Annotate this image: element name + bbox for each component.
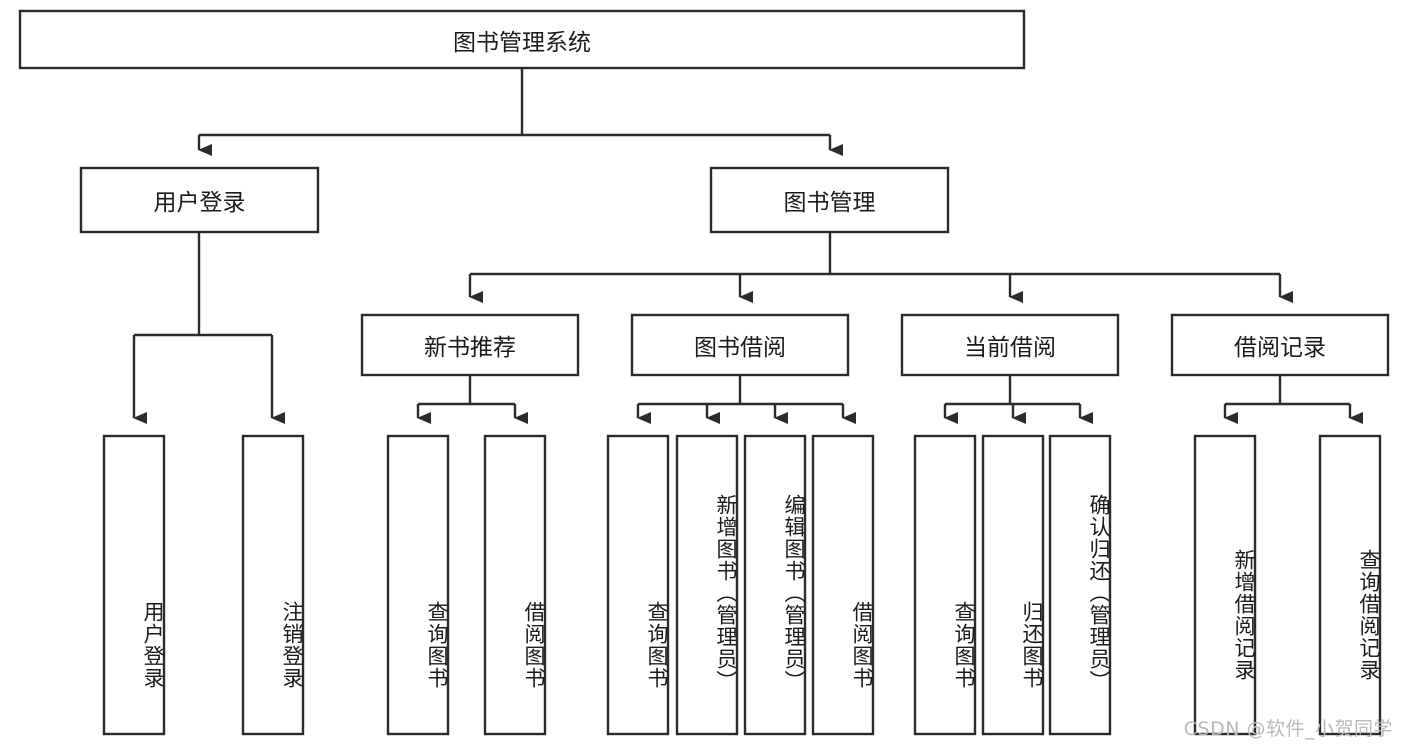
- node-leaf-borrow-book-1[interactable]: [483, 434, 547, 736]
- node-leaf-query-book-3[interactable]: [913, 434, 977, 736]
- node-leaf-add-record[interactable]: [1193, 434, 1257, 736]
- node-user-login[interactable]: [79, 166, 320, 234]
- node-leaf-add-book[interactable]: [675, 434, 739, 736]
- node-leaf-query-book-1[interactable]: [386, 434, 450, 736]
- node-new-book-recommend[interactable]: [360, 313, 580, 377]
- node-book-management[interactable]: [709, 166, 950, 234]
- node-book-borrow[interactable]: [630, 313, 850, 377]
- watermark-text: CSDN @软件_小贺同学: [1183, 718, 1393, 740]
- node-leaf-user-login[interactable]: [102, 434, 166, 736]
- node-leaf-query-book-2[interactable]: [606, 434, 670, 736]
- node-borrow-record[interactable]: [1170, 313, 1390, 377]
- node-root[interactable]: [18, 9, 1026, 70]
- node-current-borrow[interactable]: [900, 313, 1120, 377]
- node-leaf-query-record[interactable]: [1318, 434, 1382, 736]
- node-leaf-confirm-return[interactable]: [1048, 434, 1112, 736]
- node-leaf-borrow-book-2[interactable]: [811, 434, 875, 736]
- node-leaf-return-book[interactable]: [981, 434, 1045, 736]
- node-leaf-logout[interactable]: [241, 434, 305, 736]
- node-leaf-edit-book[interactable]: [743, 434, 807, 736]
